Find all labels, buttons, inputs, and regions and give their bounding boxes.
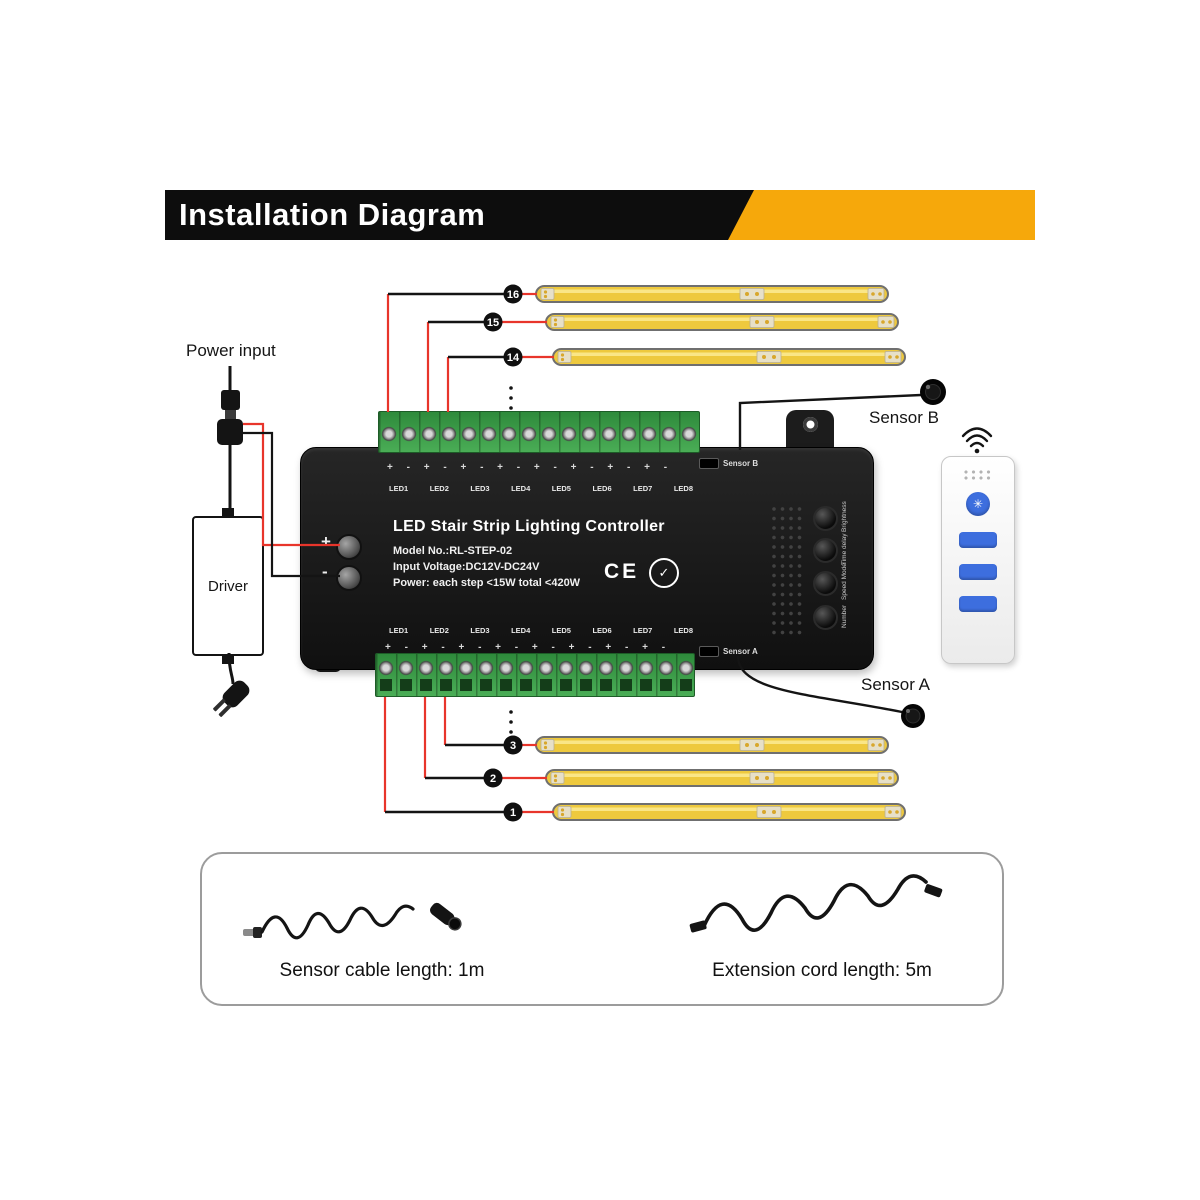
time-delay-button bbox=[813, 538, 838, 563]
sensor-b-eye-icon bbox=[920, 379, 946, 405]
led5-label: LED5 bbox=[551, 626, 571, 635]
controller-voltage: Input Voltage:DC12V-DC24V bbox=[393, 561, 540, 573]
page-title: Installation Diagram bbox=[179, 197, 486, 232]
check-icon: ✓ bbox=[658, 565, 670, 580]
ellipsis-top bbox=[509, 386, 513, 410]
led2-label: LED2 bbox=[429, 484, 449, 493]
led-strips-top bbox=[535, 285, 906, 366]
cert-badge-icon: ✓ bbox=[649, 558, 679, 588]
wire-numbers-bottom: 3 2 1 bbox=[483, 735, 523, 822]
remote-round-button: ✳ bbox=[966, 492, 990, 516]
ellipsis-bottom bbox=[509, 710, 513, 734]
brightness-button bbox=[813, 506, 838, 531]
strip-number-15: 15 bbox=[487, 317, 499, 329]
strip-number-3: 3 bbox=[510, 740, 516, 752]
wifi-icon bbox=[961, 427, 993, 448]
jack-icon bbox=[699, 458, 719, 469]
led4-label: LED4 bbox=[511, 626, 531, 635]
speaker-grille bbox=[771, 506, 805, 638]
extension-cord-caption: Extension cord length: 5m bbox=[712, 960, 932, 981]
sensor-b-port: Sensor B bbox=[699, 458, 758, 469]
led7-label: LED7 bbox=[633, 626, 653, 635]
terminal-block-top bbox=[378, 411, 700, 453]
led3-label: LED3 bbox=[470, 626, 490, 635]
led5-label: LED5 bbox=[551, 484, 571, 493]
terminal-block-bottom bbox=[375, 653, 695, 697]
polarity-plus: + bbox=[321, 532, 331, 551]
sensor-a-label: Sensor A bbox=[861, 675, 930, 694]
number-button-label: Number bbox=[841, 604, 848, 628]
led1-label: LED1 bbox=[389, 626, 409, 635]
jack-icon bbox=[699, 646, 719, 657]
sensor-a-port: Sensor A bbox=[699, 646, 758, 657]
header-bar: Installation Diagram bbox=[165, 190, 755, 240]
polarity-minus: - bbox=[322, 562, 328, 581]
led-channel-labels-bottom: LED1 LED2 LED3 LED4 LED5 LED6 LED7 LED8 bbox=[389, 626, 693, 635]
power-terminal-positive bbox=[336, 534, 362, 560]
header-accent bbox=[728, 190, 1035, 240]
controller-text-block: LED Stair Strip Lighting Controller Mode… bbox=[393, 518, 703, 589]
strip-number-2: 2 bbox=[490, 773, 496, 785]
wall-plug-icon bbox=[213, 680, 250, 717]
polarity-row-top: + - + - + - + - + - + - + - + - bbox=[387, 462, 668, 473]
remote-button-2 bbox=[959, 564, 997, 580]
wire-numbers-top: 16 15 14 bbox=[483, 284, 523, 367]
driver-label: Driver bbox=[208, 577, 248, 595]
sensor-b-port-label: Sensor B bbox=[723, 459, 759, 468]
ce-mark: CE bbox=[604, 560, 640, 583]
controller: + - LED Stair Strip Lighting Controller … bbox=[300, 447, 874, 670]
controller-title: LED Stair Strip Lighting Controller bbox=[393, 518, 665, 535]
led2-label: LED2 bbox=[429, 626, 449, 635]
sensor-a-port-label: Sensor A bbox=[723, 647, 758, 656]
strip-number-1: 1 bbox=[510, 807, 516, 819]
mounting-hole bbox=[802, 417, 818, 432]
remote-button-3 bbox=[959, 596, 997, 612]
driver-box: Driver bbox=[192, 516, 264, 656]
led-strips-bottom bbox=[535, 736, 906, 821]
controller-model: Model No.:RL-STEP-02 bbox=[393, 545, 513, 557]
controller-power-spec: Power: each step <15W total <420W bbox=[393, 577, 581, 589]
strip-number-14: 14 bbox=[507, 352, 520, 364]
led8-label: LED8 bbox=[673, 626, 693, 635]
asterisk-icon: ✳ bbox=[972, 497, 984, 511]
led4-label: LED4 bbox=[511, 484, 531, 493]
remote-button-1 bbox=[959, 532, 997, 548]
power-input-label: Power input bbox=[186, 341, 276, 360]
led8-label: LED8 bbox=[673, 484, 693, 493]
dc-connector-female bbox=[217, 419, 243, 445]
accessories-box: Sensor cable length: 1m Extension cord l… bbox=[200, 852, 1004, 1006]
sensor-b-label: Sensor B bbox=[869, 408, 939, 427]
speed-mode-button bbox=[813, 571, 838, 596]
strip-number-16: 16 bbox=[507, 289, 519, 301]
led7-label: LED7 bbox=[633, 484, 653, 493]
dc-connector-male bbox=[221, 390, 240, 410]
remote-speaker-holes bbox=[963, 469, 993, 480]
led6-label: LED6 bbox=[592, 484, 612, 493]
led1-label: LED1 bbox=[389, 484, 409, 493]
sensor-a-eye-icon bbox=[901, 704, 925, 728]
led3-label: LED3 bbox=[470, 484, 490, 493]
led6-label: LED6 bbox=[592, 626, 612, 635]
led-channel-labels-top: LED1 LED2 LED3 LED4 LED5 LED6 LED7 LED8 bbox=[389, 484, 693, 493]
wires-top bbox=[386, 292, 554, 412]
remote-control: ✳ bbox=[941, 456, 1015, 664]
wires-bottom bbox=[383, 697, 554, 814]
power-terminal-negative bbox=[336, 565, 362, 591]
polarity-row-bottom: + - + - + - + - + - + - + - + - bbox=[385, 642, 666, 653]
mounting-ear bbox=[786, 410, 834, 452]
sensor-cable-caption: Sensor cable length: 1m bbox=[279, 960, 485, 981]
number-button bbox=[813, 605, 838, 630]
